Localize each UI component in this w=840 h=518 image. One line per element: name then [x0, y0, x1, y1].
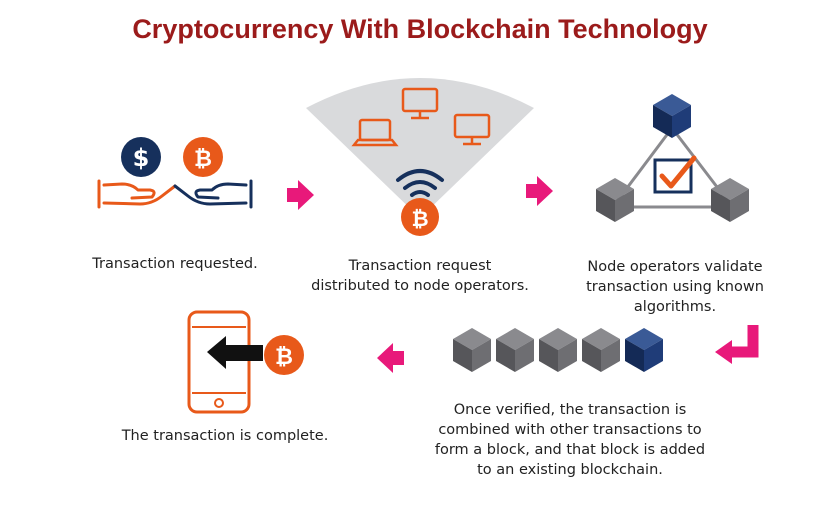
svg-text:$: $ [133, 144, 150, 172]
step-label-line: Transaction request [348, 258, 492, 274]
left-arrow-icon [207, 336, 263, 369]
wifi-icon [396, 169, 444, 197]
desktop-monitor-icon [401, 87, 439, 120]
step-label-line: Transaction requested. [92, 256, 258, 272]
cube-icon [496, 328, 534, 372]
step-label-line: Once verified, the transaction is [453, 402, 687, 418]
diagram-title: Cryptocurrency With Blockchain Technolog… [132, 14, 708, 44]
giving-hand-icon [97, 179, 177, 209]
svg-text:₿: ₿ [194, 147, 212, 172]
cube-icon [625, 328, 663, 372]
step-label-line: distributed to node operators. [311, 278, 529, 294]
cube-icon [653, 94, 691, 138]
laptop-icon [351, 118, 399, 147]
cube-icon [539, 328, 577, 372]
step-label-line: combined with other transactions to [438, 422, 702, 438]
network-fan [306, 78, 534, 218]
step-2-label: Transaction request distributed to node … [295, 256, 545, 296]
right-arrow-icon [526, 176, 553, 206]
step-label-line: form a block, and that block is added [434, 442, 706, 458]
step-label-line: Node operators validate [587, 259, 763, 275]
bitcoin-coin-icon: ₿ [401, 198, 439, 236]
svg-text:₿: ₿ [411, 207, 428, 231]
bitcoin-coin-icon: ₿ [264, 335, 304, 375]
left-arrow-icon [715, 325, 759, 364]
desktop-monitor-icon [453, 113, 491, 146]
step-label-line: to an existing blockchain. [477, 462, 663, 478]
step-5-label: The transaction is complete. [95, 426, 355, 446]
svg-text:₿: ₿ [275, 345, 293, 370]
smartphone-icon [187, 310, 251, 414]
step-label-line: transaction using known [586, 279, 764, 295]
step-3-label: Node operators validate transaction usin… [560, 257, 790, 317]
step-4-label: Once verified, the transaction is combin… [420, 400, 720, 480]
checkmark-box-icon [653, 155, 697, 194]
right-arrow-icon [287, 180, 314, 210]
left-arrow-icon [377, 343, 404, 373]
step-label-line: The transaction is complete. [121, 428, 329, 444]
bitcoin-coin-icon: ₿ [183, 137, 223, 177]
cube-icon [582, 328, 620, 372]
cube-icon [453, 328, 491, 372]
dollar-coin-icon: $ [121, 137, 161, 177]
step-1-label: Transaction requested. [60, 254, 290, 274]
step-label-line: algorithms. [633, 299, 717, 315]
receiving-hand-icon [173, 179, 253, 209]
